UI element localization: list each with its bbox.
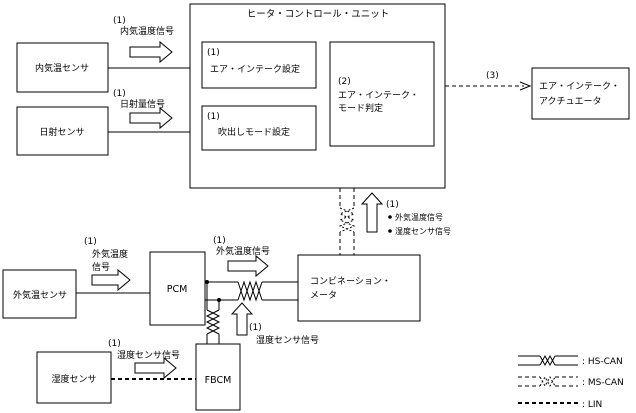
pcm-label: PCM [167,284,188,295]
humidity-signal-label: 湿度センサ信号 [117,349,180,361]
air-intake-setting-num: (1) [207,48,220,58]
pcm-signal-label: 外気温度信号 [216,245,270,257]
combination-meter-line1: コンビネーション・ [310,276,391,287]
legend-hs-can: : HS-CAN [518,354,623,367]
humidity-sensor-label: 湿度センサ [51,373,96,385]
combination-meter-line2: メータ [310,290,337,301]
fbcm-signal-num: (1) [249,323,262,333]
outside-temp-signal-num: (1) [84,237,97,247]
outside-temp-sensor: 外気温センサ (1) 外気温度 信号 [2,237,150,319]
air-intake-judgement-line2: モード判定 [338,102,383,114]
inside-temp-signal-num: (1) [113,16,126,26]
pcm-signal-arrow [227,254,269,278]
inside-temp-signal-label: 内気温度信号 [120,25,174,37]
fbcm-up-arrow [230,302,254,336]
sunload-sensor-label: 日射センサ [39,126,84,138]
ms-can-bus-meter-hcu [338,188,356,255]
sunload-signal-label: 日射量信号 [120,98,165,110]
pcm-module: PCM (1) 外気温度信号 [149,236,270,326]
fbcm-signal-label: 湿度センサ信号 [256,334,319,346]
humidity-signal-arrow [134,356,177,380]
meter-up-arrow [360,192,384,233]
legend-lin: : LIN [518,400,602,410]
actuator-arrow-num: (3) [486,71,499,81]
outside-temp-signal-arrow [91,268,131,292]
fbcm-humidity-signal: (1) 湿度センサ信号 [230,302,319,346]
meter-up-bullet-1: 外気温度信号 [395,212,443,222]
outside-temp-signal-line2: 信号 [92,261,110,273]
meter-up-bullet-2: 湿度センサ信号 [395,226,451,236]
actuator-line2: アクチュエータ [539,96,602,107]
inside-temp-sensor-label: 内気温センサ [35,62,89,74]
hs-can-bus-pcm-meter [205,280,298,302]
humidity-signal-num: (1) [108,339,121,349]
inside-temp-sensor: 内気温センサ (1) 内気温度信号 [16,16,190,93]
sunload-signal-arrow [129,106,173,130]
combination-meter: コンビネーション・ メータ [297,254,421,322]
sunload-signal-num: (1) [113,89,126,99]
legend: : HS-CAN : MS-CAN : LIN [518,354,624,410]
meter-up-num: (1) [386,200,399,210]
outlet-mode-setting-num: (1) [207,112,220,122]
air-intake-judgement-num: (2) [338,77,351,87]
heater-control-unit: ヒータ・コントロール・ユニット (1) エア・インテーク設定 (1) 吹出しモー… [189,3,446,189]
humidity-sensor: 湿度センサ (1) 湿度センサ信号 [36,339,196,404]
fbcm-module: FBCM [195,343,241,411]
outlet-mode-setting-label: 吹出しモード設定 [218,126,290,138]
legend-ms-can-label: : MS-CAN [582,378,624,388]
hs-can-bus-fbcm [205,282,221,344]
fbcm-label: FBCM [205,375,232,386]
pcm-signal-num: (1) [213,236,226,246]
hcu-title: ヒータ・コントロール・ユニット [247,9,390,20]
legend-ms-can: : MS-CAN [518,375,624,388]
air-intake-actuator: エア・インテーク・ アクチュエータ (3) [445,67,630,120]
air-intake-judgement-line1: エア・インテーク・ [338,90,419,101]
air-intake-setting-label: エア・インテーク設定 [210,63,300,75]
outside-temp-signal-line1: 外気温度 [92,248,128,260]
actuator-arrow-head [519,81,532,91]
air-intake-judgement-box: (2) エア・インテーク・ モード判定 [329,41,435,147]
air-intake-setting-box: (1) エア・インテーク設定 [201,41,317,89]
legend-lin-label: : LIN [582,400,602,410]
inside-temp-signal-arrow [129,40,173,64]
outside-temp-sensor-label: 外気温センサ [13,289,67,301]
meter-to-hcu-signal: (1) 外気温度信号 湿度センサ信号 [360,192,451,236]
legend-hs-can-label: : HS-CAN [582,357,623,367]
sunload-sensor: 日射センサ (1) 日射量信号 [16,89,190,156]
outlet-mode-setting-box: (1) 吹出しモード設定 [201,105,317,151]
actuator-line1: エア・インテーク・ [539,81,620,92]
